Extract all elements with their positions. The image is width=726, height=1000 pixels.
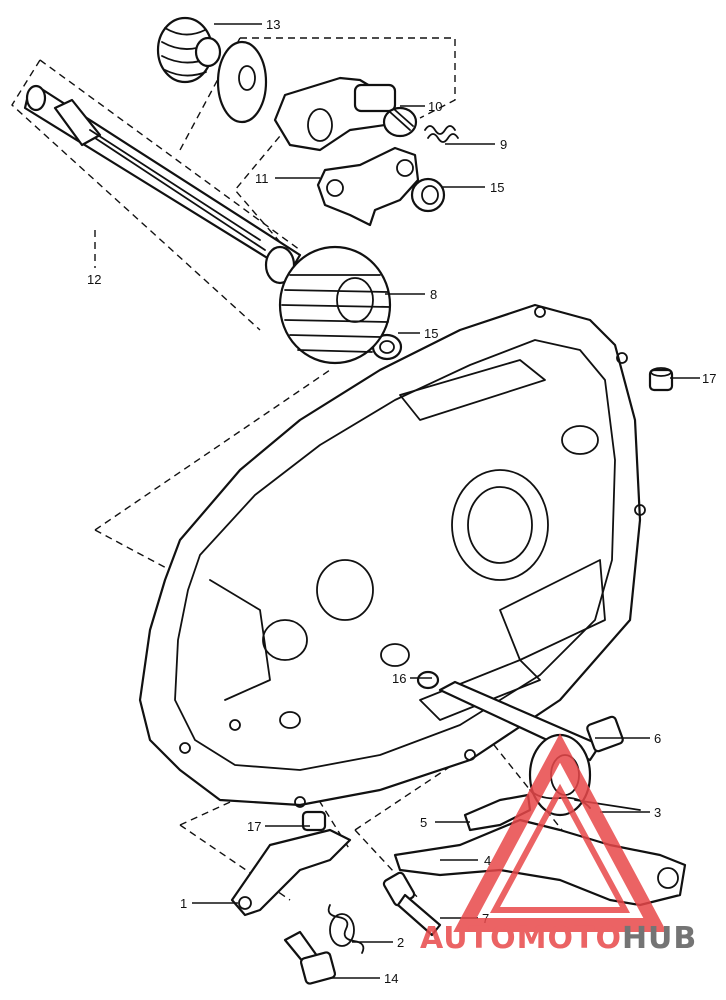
part-label-4: 4 — [484, 853, 491, 868]
part-label-12: 12 — [87, 272, 101, 287]
ratchet-10 — [273, 76, 418, 152]
part-label-14: 14 — [384, 971, 398, 986]
part-label-8: 8 — [430, 287, 437, 302]
watermark-hub: HUB — [622, 921, 697, 956]
bolt-7 — [382, 871, 442, 937]
kick-plate — [216, 40, 268, 124]
part-label-9: 9 — [500, 137, 507, 152]
part-label-11: 11 — [255, 171, 269, 186]
watermark-moto: MOTO — [517, 921, 622, 956]
part-label-2: 2 — [397, 935, 404, 950]
automotohub-watermark: AUTOMOTOHUB — [420, 733, 697, 956]
gear-8 — [278, 245, 392, 365]
crankcase — [138, 303, 646, 808]
part-label-5: 5 — [420, 815, 427, 830]
watermark-auto: AUTO — [420, 921, 517, 956]
seal-16 — [416, 670, 440, 690]
dowel-17-upper — [648, 367, 674, 392]
part-label-15-upper: 15 — [490, 180, 504, 195]
guide-11 — [316, 146, 420, 227]
part-label-17-lower: 17 — [247, 819, 261, 834]
part-label-3: 3 — [654, 805, 661, 820]
watermark-triangle-logo — [453, 733, 667, 932]
part-label-15-lower: 15 — [424, 326, 438, 341]
part-label-10: 10 — [428, 99, 442, 114]
dowel-17-lower — [301, 810, 327, 832]
watermark-text: AUTOMOTOHUB — [420, 921, 697, 956]
part-label-17-upper: 17 — [702, 371, 716, 386]
part-label-1: 1 — [180, 896, 187, 911]
spring-13 — [156, 16, 222, 84]
spring-9 — [424, 125, 459, 143]
stopper-1 — [230, 828, 352, 917]
washer-15-lower — [371, 333, 403, 361]
spring-2 — [327, 904, 365, 954]
part-label-16: 16 — [392, 671, 406, 686]
bolt-14 — [283, 930, 337, 985]
part-labels: 13 10 9 11 15 12 8 15 17 16 6 3 5 4 17 1… — [87, 17, 716, 986]
spindle-12 — [23, 84, 302, 285]
part-label-13: 13 — [266, 17, 280, 32]
leader-lines — [192, 23, 700, 979]
part-label-6: 6 — [654, 731, 661, 746]
washer-15-upper — [410, 177, 446, 213]
